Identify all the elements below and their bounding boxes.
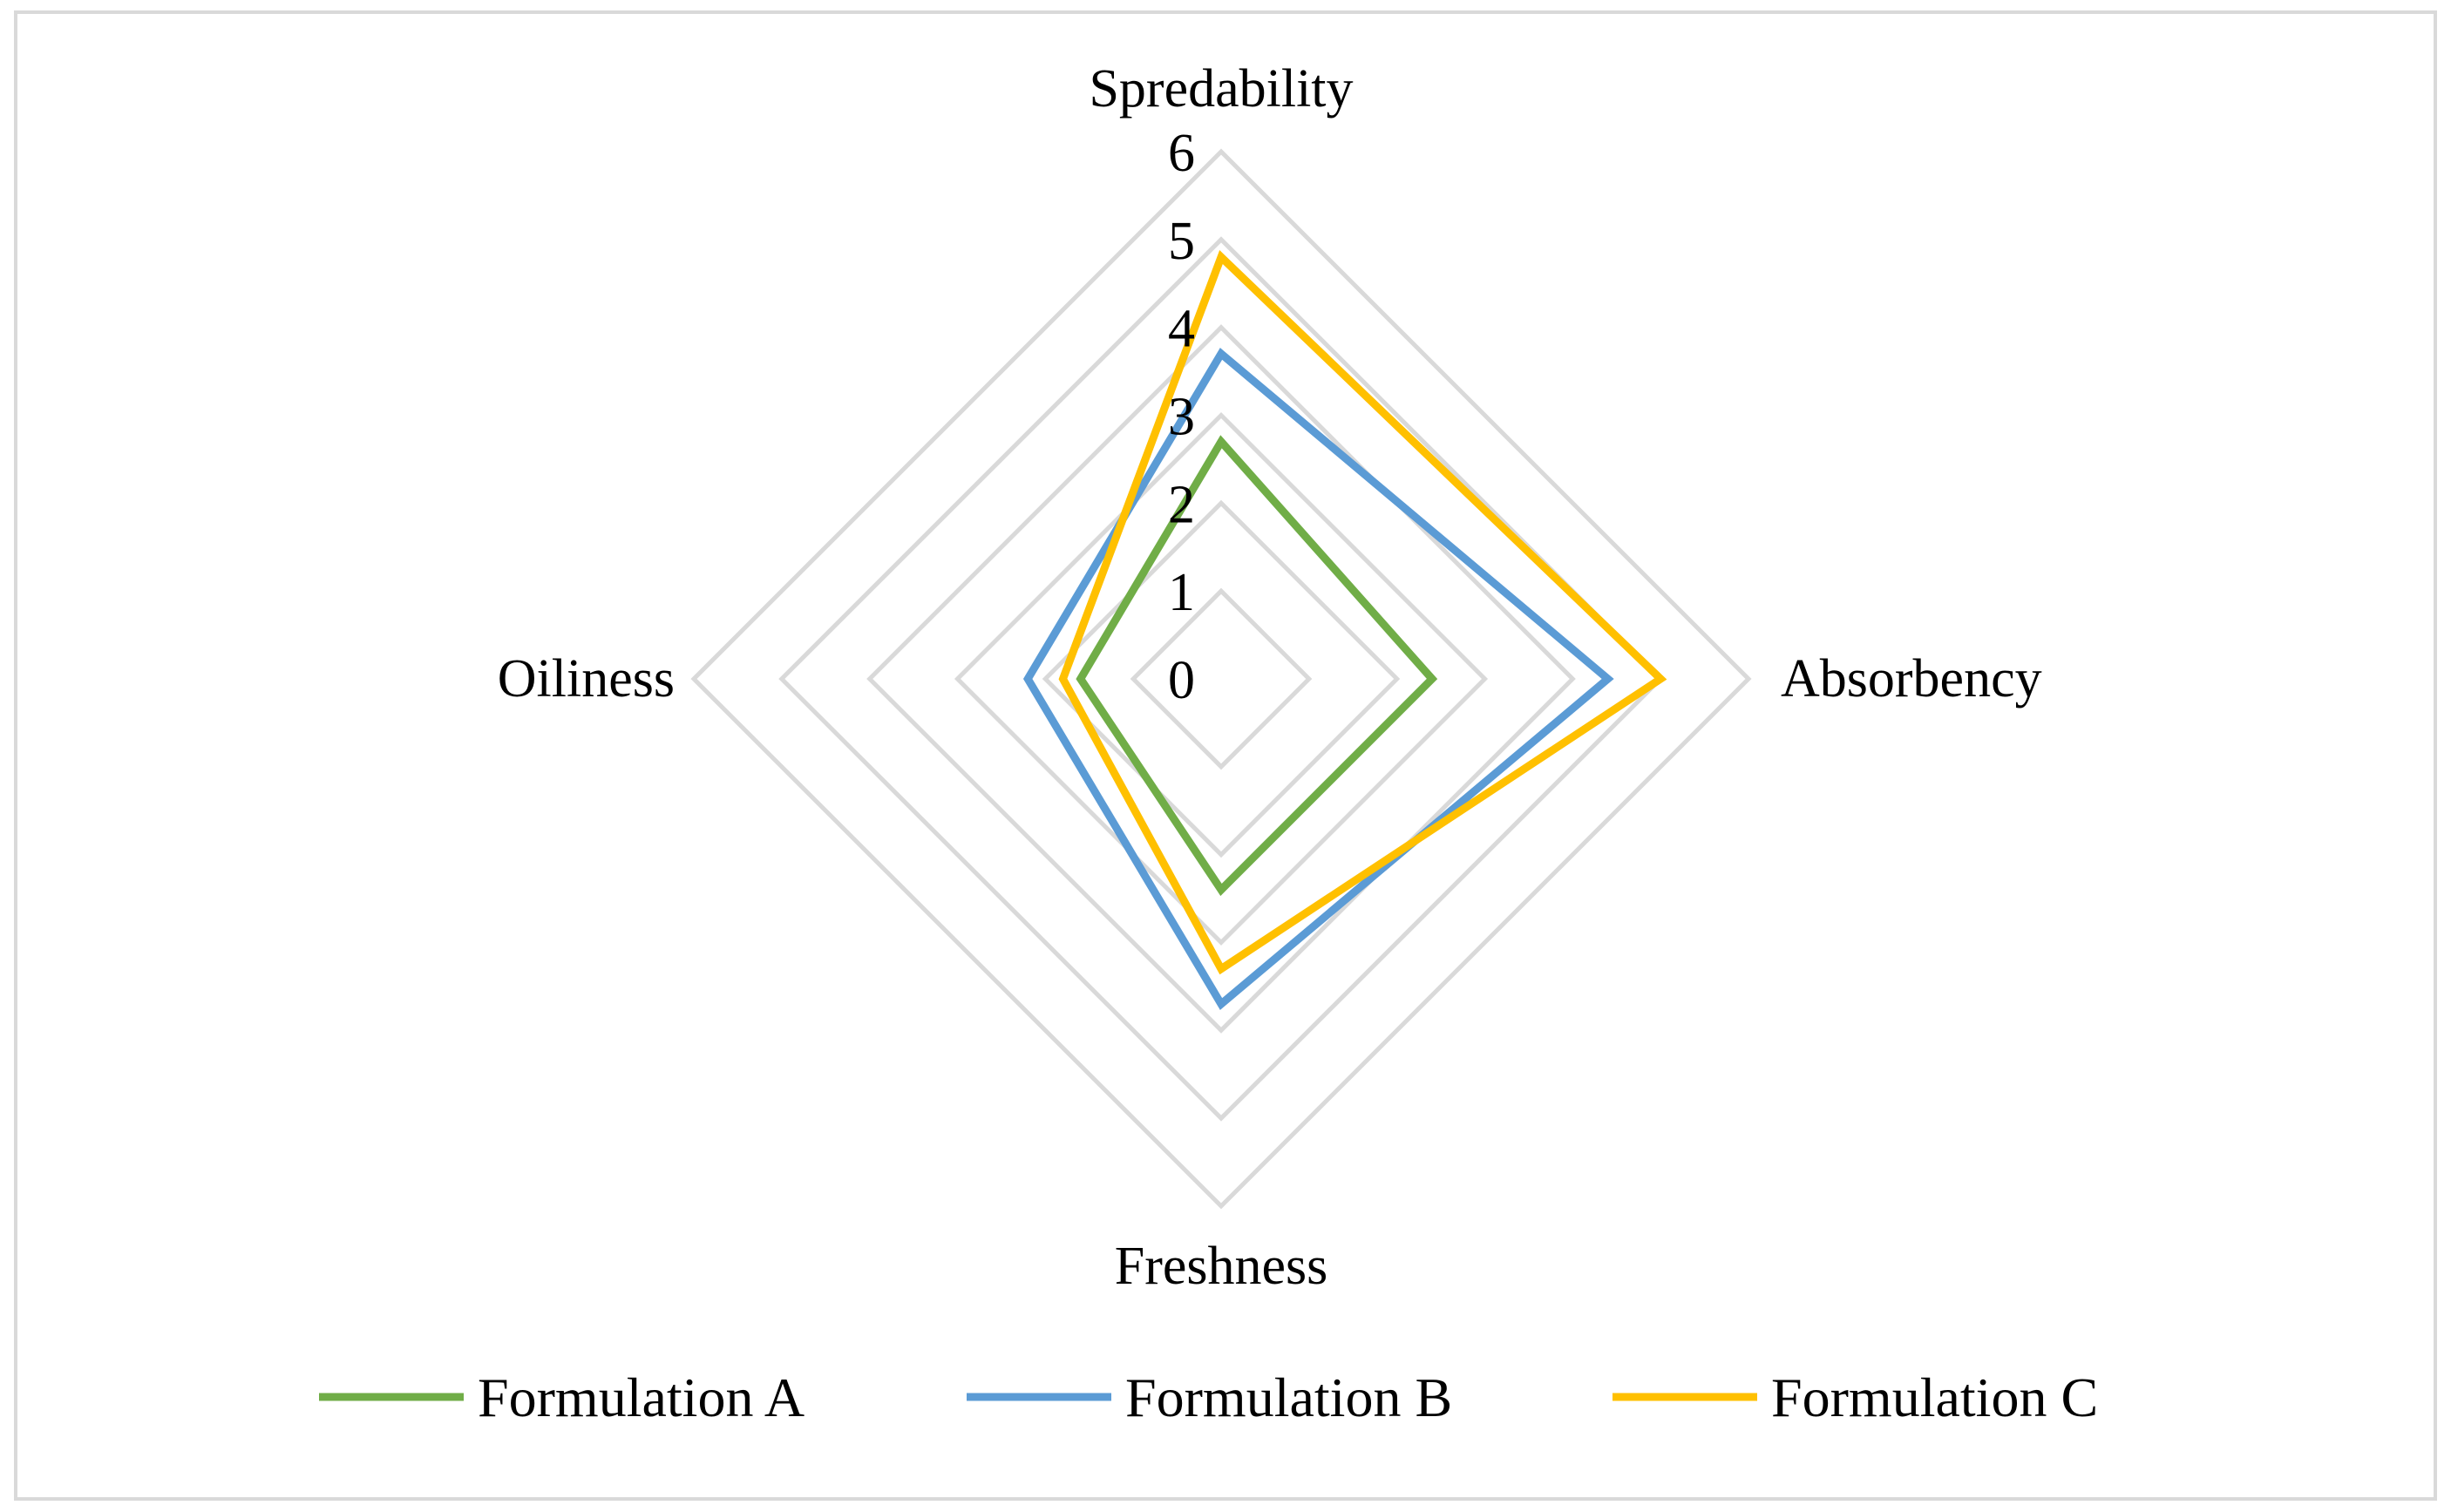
grid-ring-6	[690, 148, 1752, 1210]
tick-label-4: 4	[1168, 300, 1195, 359]
grid-ring-4	[866, 324, 1576, 1034]
tick-label-1: 1	[1168, 563, 1195, 622]
series-line-formulation-b	[1022, 348, 1614, 1010]
grid-ring-1	[1130, 587, 1313, 770]
legend: Formulation A Formulation B Formulation C	[319, 1366, 2098, 1428]
radar-grid	[690, 148, 1752, 1210]
legend-label-formulation-a: Formulation A	[478, 1366, 805, 1428]
tick-label-2: 2	[1168, 475, 1195, 534]
tick-label-6: 6	[1168, 124, 1195, 183]
axis-label-spredability: Spredability	[1089, 59, 1353, 119]
tick-label-3: 3	[1168, 388, 1195, 447]
grid-ring-2	[1042, 499, 1401, 858]
series-line-formulation-c	[1058, 250, 1667, 975]
tick-label-0: 0	[1168, 651, 1195, 710]
legend-label-formulation-c: Formulation C	[1771, 1366, 2098, 1428]
axis-label-oiliness: Oiliness	[498, 649, 675, 709]
grid-ring-5	[778, 236, 1664, 1122]
legend-label-formulation-b: Formulation B	[1125, 1366, 1452, 1428]
grid-ring-3	[954, 411, 1489, 946]
axis-label-absorbency: Absorbency	[1781, 649, 2042, 709]
radial-tick-labels: 0 1 2 3 4 5 6	[1168, 124, 1195, 710]
series-line-formulation-a	[1076, 435, 1438, 897]
tick-label-5: 5	[1168, 212, 1195, 271]
radar-series	[1022, 250, 1667, 1010]
axis-label-freshness: Freshness	[1115, 1237, 1328, 1296]
